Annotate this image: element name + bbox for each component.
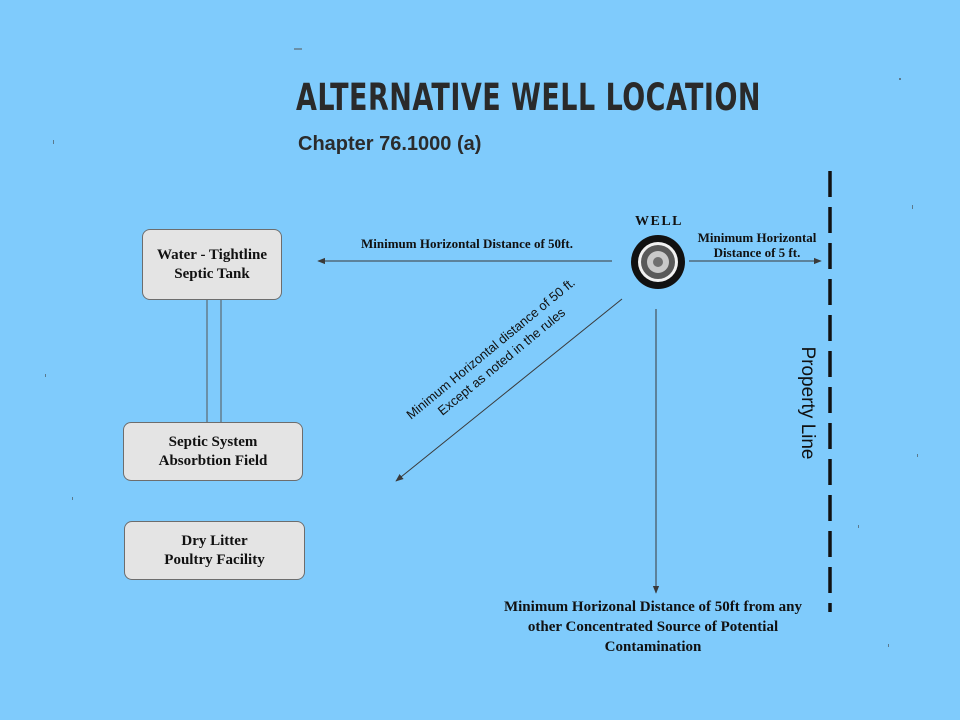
property-line-label: Property Line (797, 346, 818, 460)
distance-label-other-sources: Minimum Horizonal Distance of 50ft from … (503, 599, 803, 655)
page-subtitle: Chapter 76.1000 (a) (298, 133, 482, 155)
septic-tank-label: Water - Tightline Septic Tank (156, 246, 267, 282)
distance-label-septic-tank: Minimum Horizontal Distance of 50ft. (361, 236, 573, 251)
absorption-field-box: Septic System Absorbtion Field (123, 422, 303, 481)
arrow-diagonal (395, 298, 623, 482)
distance-label-property-line: Minimum Horizontal Distance of 5 ft. (697, 230, 817, 260)
poultry-facility-label: Dry Litter Poultry Facility (164, 532, 265, 568)
specks (45, 78, 918, 647)
septic-tank-box: Water - Tightline Septic Tank (142, 229, 282, 300)
well-icon (631, 235, 685, 289)
well-label: WELL (635, 214, 684, 229)
page-title: ALTERNATIVE WELL LOCATION (296, 76, 761, 120)
poultry-facility-box: Dry Litter Poultry Facility (124, 521, 305, 580)
absorption-field-label: Septic System Absorbtion Field (158, 433, 268, 469)
